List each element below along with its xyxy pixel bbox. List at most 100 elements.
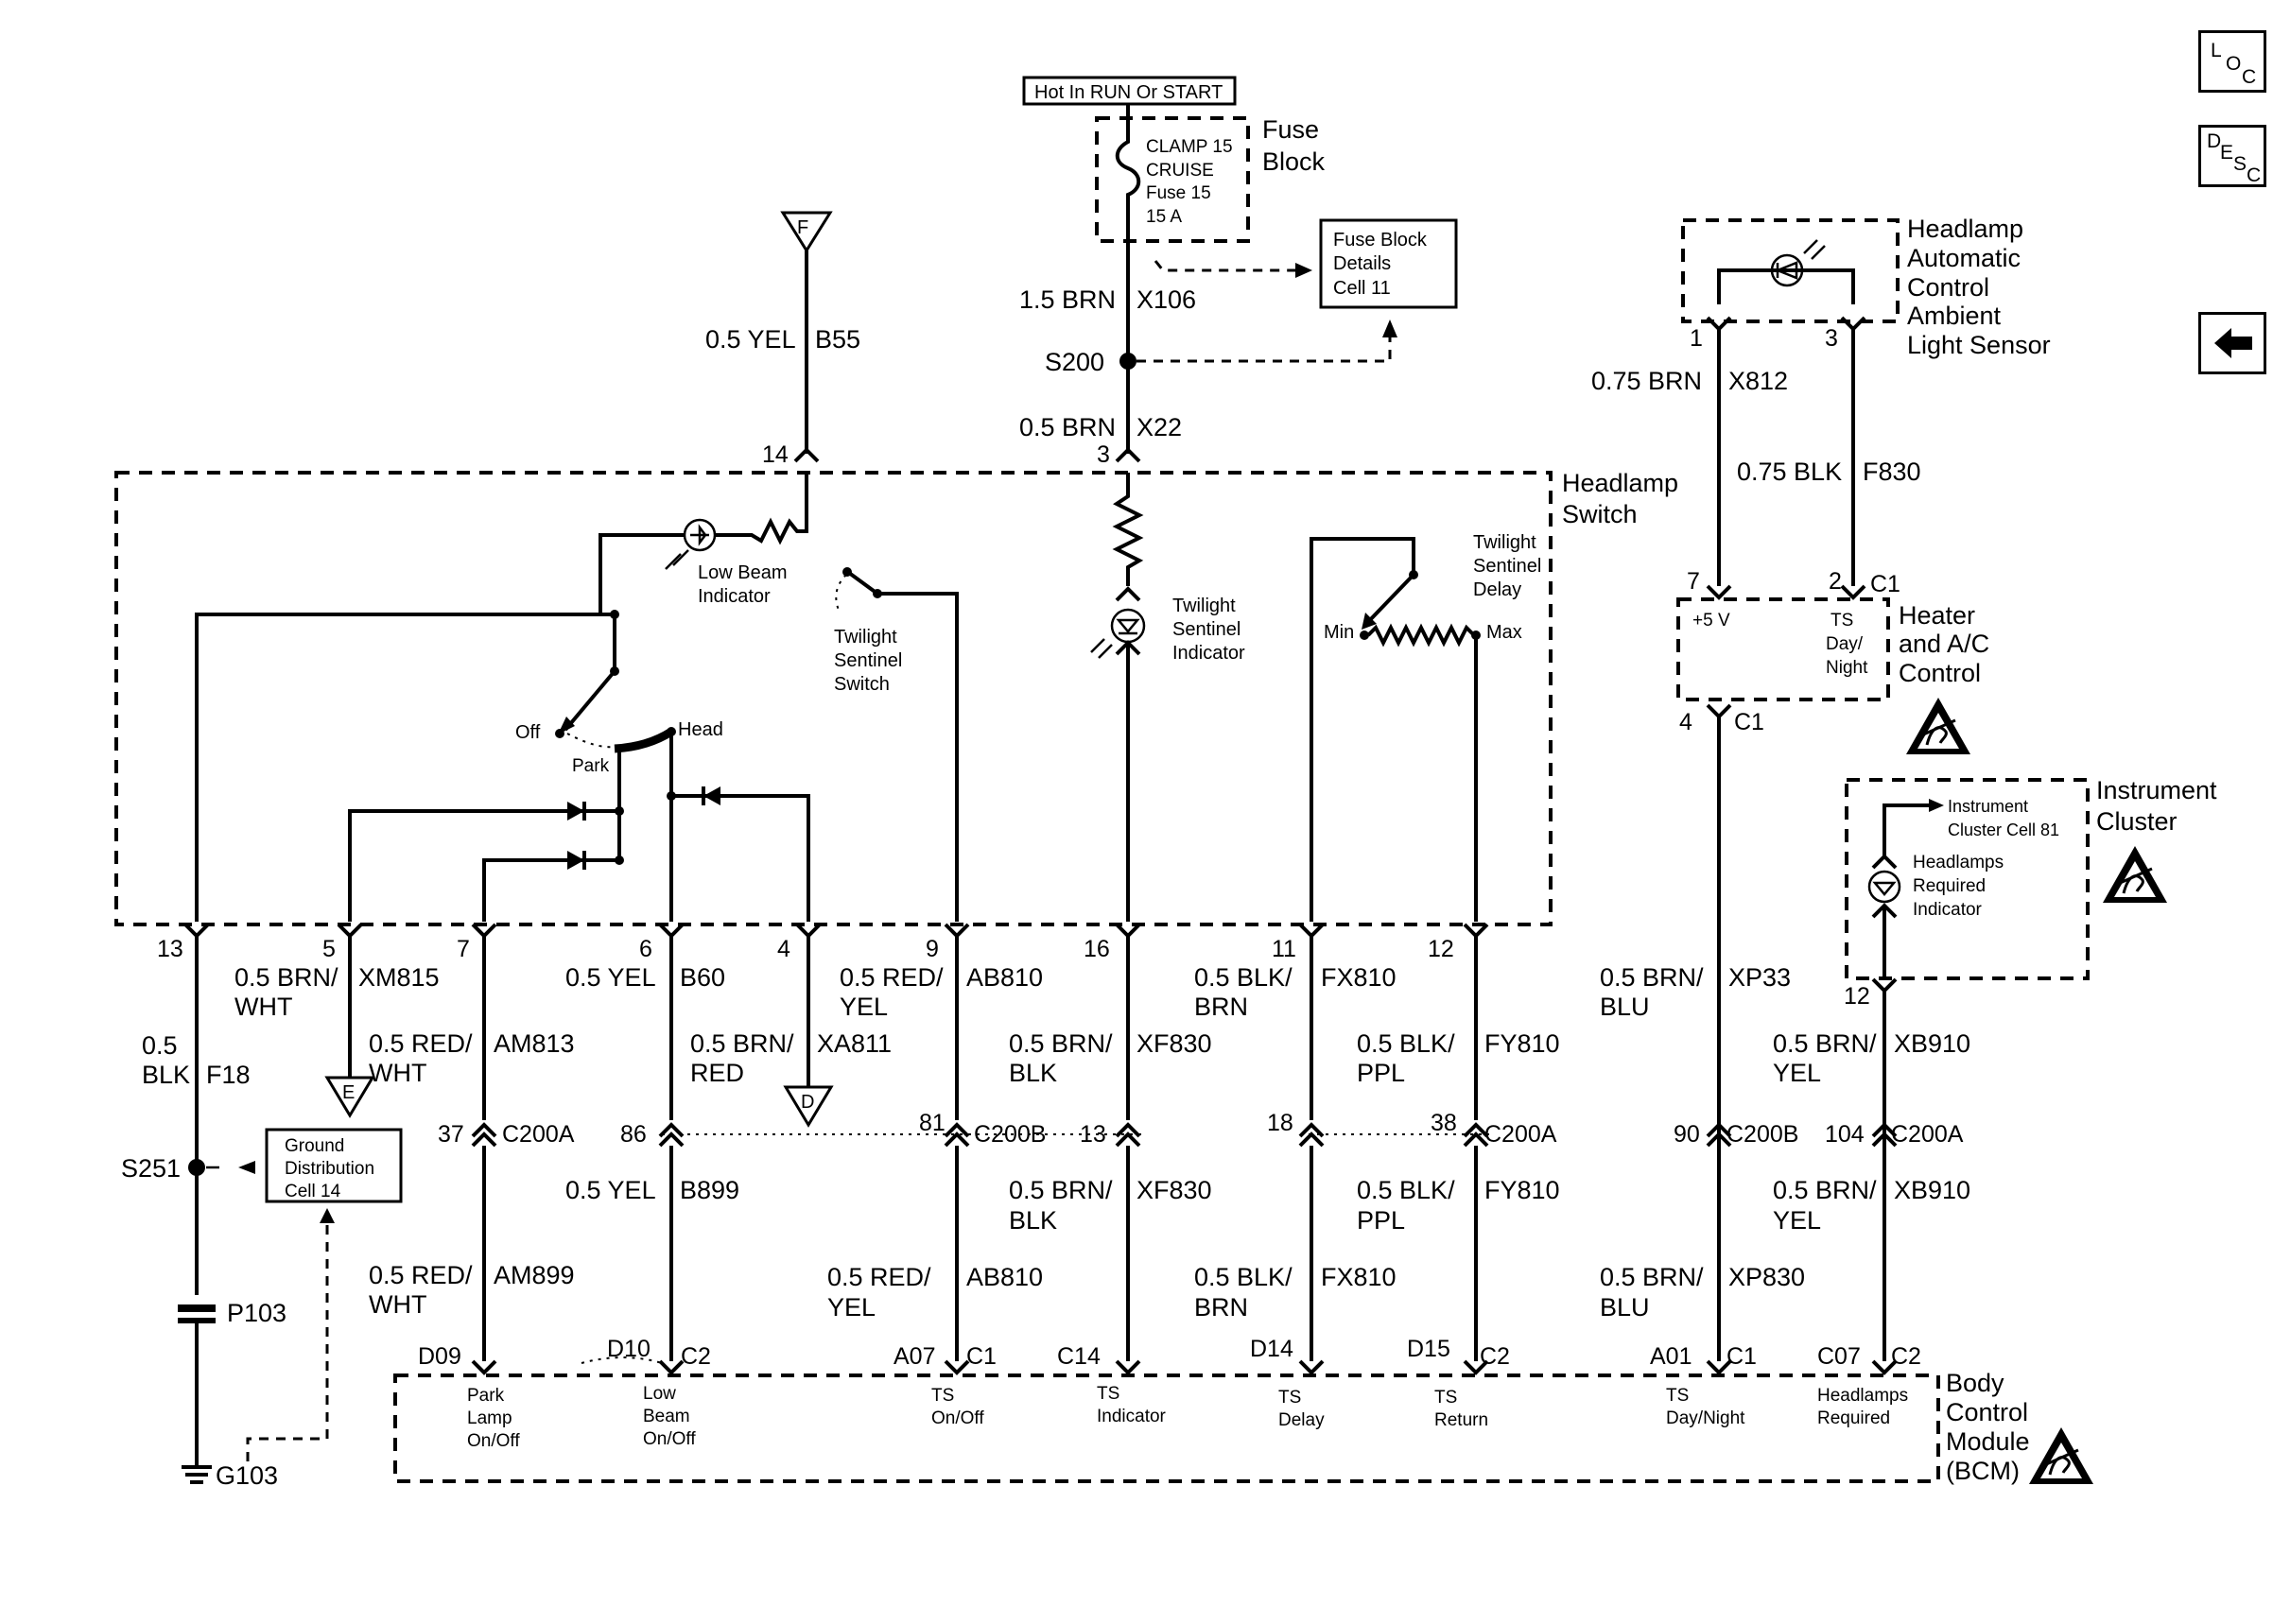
svg-text:Lamp: Lamp	[467, 1408, 512, 1428]
svg-text:0.5 BRN/: 0.5 BRN/	[234, 963, 338, 992]
svg-text:B60: B60	[680, 963, 725, 992]
svg-text:PPL: PPL	[1357, 1059, 1405, 1087]
svg-text:BLK: BLK	[1009, 1206, 1057, 1235]
svg-text:0.5: 0.5	[142, 1031, 178, 1060]
svg-text:TS: TS	[1831, 611, 1853, 631]
svg-text:C1: C1	[1734, 709, 1764, 735]
svg-text:C1: C1	[1726, 1343, 1757, 1370]
svg-text:Indicator: Indicator	[698, 586, 771, 607]
svg-text:Off: Off	[515, 722, 541, 743]
diode-icon	[703, 786, 720, 805]
svg-text:WHT: WHT	[234, 993, 292, 1021]
svg-text:X812: X812	[1728, 367, 1788, 395]
svg-text:XP830: XP830	[1728, 1263, 1805, 1291]
svg-text:Module: Module	[1946, 1427, 2030, 1456]
p103-connector-icon	[178, 1304, 216, 1312]
svg-text:0.5 YEL: 0.5 YEL	[705, 325, 796, 354]
hot-in-run-label: Hot In RUN Or START	[1034, 82, 1223, 103]
svg-text:XA811: XA811	[817, 1029, 892, 1058]
svg-text:0.75 BRN: 0.75 BRN	[1591, 367, 1702, 395]
svg-text:Sentinel: Sentinel	[1172, 619, 1241, 640]
svg-text:Night: Night	[1826, 658, 1868, 678]
ref-d-triangle[interactable]	[783, 1085, 834, 1128]
connector-pin-14	[793, 447, 820, 463]
heater-ac-control: 7 2 C1 +5 V TS Day/ Night Heater and A/C…	[1676, 568, 1989, 1361]
connector-pin-3	[1115, 447, 1141, 463]
switch-bottom-pins: 13 5 7 6 4 9 16 11 12	[157, 923, 1489, 962]
svg-text:0.5 BLK/: 0.5 BLK/	[1194, 963, 1293, 992]
splice-s251	[188, 1159, 205, 1176]
svg-text:0.5 BRN/: 0.5 BRN/	[690, 1029, 794, 1058]
arrow-up-icon	[320, 1208, 335, 1223]
svg-text:0.5 BRN/: 0.5 BRN/	[1773, 1176, 1877, 1204]
svg-text:On/Off: On/Off	[643, 1429, 696, 1449]
loc-button[interactable]: L O C	[2198, 30, 2266, 93]
svg-text:B55: B55	[815, 325, 860, 354]
headlamp-selector-lever	[564, 669, 616, 732]
svg-text:Automatic: Automatic	[1907, 244, 2021, 272]
svg-text:BLK: BLK	[142, 1061, 190, 1089]
svg-text:BLU: BLU	[1600, 1293, 1650, 1322]
svg-text:+5 V: +5 V	[1692, 611, 1730, 631]
svg-text:0.5 BRN/: 0.5 BRN/	[1009, 1176, 1113, 1204]
svg-text:3: 3	[1097, 441, 1110, 468]
diode-icon	[567, 802, 584, 821]
svg-text:PPL: PPL	[1357, 1206, 1405, 1235]
svg-text:Head: Head	[678, 719, 723, 740]
inline-connectors: 37 C200A 86 81 C200B 13 18 38 C200A 90 C…	[438, 1110, 1964, 1148]
svg-text:FX810: FX810	[1321, 1263, 1397, 1291]
svg-text:Ground: Ground	[285, 1136, 344, 1156]
desc-button[interactable]: D E S C	[2198, 125, 2266, 187]
svg-text:Day/: Day/	[1826, 634, 1864, 654]
arrow-left-icon	[238, 1161, 255, 1174]
svg-text:YEL: YEL	[840, 993, 888, 1021]
ground-distribution-box[interactable]	[265, 1128, 403, 1203]
svg-text:WHT: WHT	[369, 1059, 426, 1087]
svg-text:7: 7	[457, 936, 470, 962]
arrow-right-icon	[1929, 799, 1944, 812]
svg-text:On/Off: On/Off	[467, 1431, 520, 1451]
svg-text:Headlamps: Headlamps	[1817, 1386, 1908, 1406]
svg-text:Twilight: Twilight	[1172, 596, 1236, 616]
ref-e-triangle[interactable]	[324, 1076, 375, 1118]
svg-text:90: 90	[1674, 1121, 1700, 1148]
svg-text:0.5 BRN/: 0.5 BRN/	[1600, 963, 1704, 992]
svg-text:C1: C1	[1870, 571, 1900, 597]
fuse-block-label: Fuse	[1262, 115, 1319, 144]
svg-text:0.5 BLK/: 0.5 BLK/	[1194, 1263, 1293, 1291]
svg-text:A07: A07	[894, 1343, 935, 1370]
svg-text:S251: S251	[121, 1154, 181, 1183]
svg-text:Required: Required	[1913, 876, 1986, 896]
ground-g103-icon	[182, 1465, 212, 1484]
svg-text:15 A: 15 A	[1146, 207, 1182, 227]
svg-text:38: 38	[1431, 1110, 1457, 1136]
svg-text:Indicator: Indicator	[1097, 1407, 1167, 1426]
headlamps-required-indicator-icon	[1867, 870, 1901, 904]
headlamp-switch-label: Headlamp	[1562, 469, 1678, 497]
delay-potentiometer	[1366, 623, 1476, 648]
svg-text:D: D	[801, 1092, 814, 1113]
svg-text:XP33: XP33	[1728, 963, 1791, 992]
svg-text:37: 37	[438, 1121, 464, 1148]
svg-text:C2: C2	[1480, 1343, 1510, 1370]
svg-text:AM813: AM813	[494, 1029, 575, 1058]
svg-text:XF830: XF830	[1136, 1029, 1212, 1058]
fuse-block-details-box[interactable]	[1319, 218, 1458, 309]
svg-text:13: 13	[1080, 1121, 1106, 1148]
svg-text:TS: TS	[931, 1386, 954, 1406]
svg-text:Fuse Block: Fuse Block	[1333, 230, 1428, 251]
back-button[interactable]	[2198, 312, 2266, 374]
svg-text:Details: Details	[1333, 253, 1391, 274]
svg-text:XB910: XB910	[1894, 1176, 1970, 1204]
svg-text:0.5 BRN/: 0.5 BRN/	[1009, 1029, 1113, 1058]
svg-text:A01: A01	[1650, 1343, 1692, 1370]
svg-text:BLK: BLK	[1009, 1059, 1057, 1087]
svg-text:C14: C14	[1057, 1343, 1101, 1370]
photodiode-icon	[1770, 253, 1804, 287]
ref-f-triangle[interactable]	[780, 211, 833, 253]
svg-text:0.5 YEL: 0.5 YEL	[565, 963, 656, 992]
svg-text:P103: P103	[227, 1299, 286, 1327]
svg-text:AM899: AM899	[494, 1261, 575, 1289]
svg-text:Day/Night: Day/Night	[1666, 1408, 1745, 1428]
